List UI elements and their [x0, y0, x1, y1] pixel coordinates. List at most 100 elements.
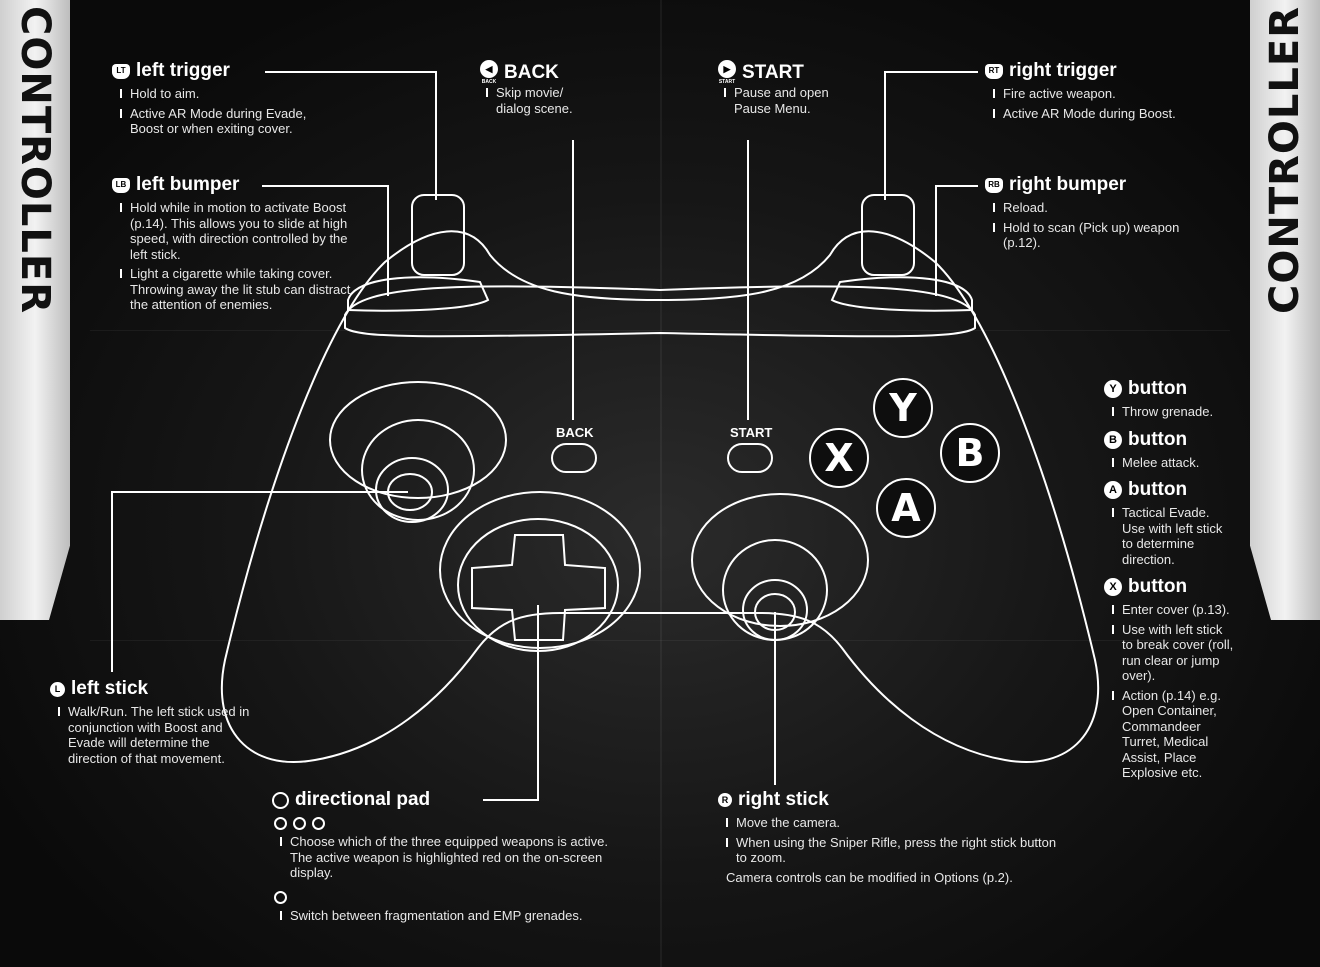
- back-title: BACK: [504, 61, 559, 83]
- left-stick-section: L left stick Walk/Run. The left stick us…: [50, 678, 250, 766]
- shoulder-strip: [344, 285, 976, 338]
- y-button-shape: Y: [873, 378, 933, 438]
- start-icon: ▶START: [718, 60, 736, 85]
- dpad-grenade-item: Switch between fragmentation and EMP gre…: [280, 908, 617, 924]
- left-trigger-item: Active AR Mode during Evade, Boost or wh…: [120, 106, 342, 137]
- left-stick-ring: [361, 419, 475, 521]
- rb-icon: RB: [985, 177, 1003, 193]
- right-trigger-shape: [861, 194, 915, 276]
- right-stick-heading: R right stick: [718, 789, 1068, 811]
- left-stick-top: [375, 457, 449, 523]
- background-line: [90, 640, 1230, 641]
- right-bumper-section: RB right bumper Reload. Hold to scan (Pi…: [985, 174, 1200, 251]
- dpad-grenade-icons: [274, 890, 617, 904]
- right-bumper-heading: RB right bumper: [985, 174, 1200, 196]
- lt-icon: LT: [112, 63, 130, 79]
- x-button-item: Use with left stick to break cover (roll…: [1112, 622, 1234, 684]
- right-trigger-item: Active AR Mode during Boost.: [993, 106, 1195, 122]
- back-item: Skip movie/ dialog scene.: [486, 85, 600, 116]
- left-stick-item: Walk/Run. The left stick used in conjunc…: [58, 704, 250, 766]
- dpad-down-icon: [312, 817, 325, 830]
- left-trigger-callout: [265, 71, 437, 200]
- a-button-section: A button Tactical Evade. Use with left s…: [1104, 479, 1229, 567]
- left-trigger-shape: [411, 194, 465, 276]
- right-trigger-heading: RT right trigger: [985, 60, 1195, 82]
- dpad-weapon-icons: [274, 817, 617, 830]
- left-stick-title: left stick: [71, 678, 149, 699]
- left-bumper-heading: LB left bumper: [112, 174, 352, 196]
- right-stick-note: Camera controls can be modified in Optio…: [726, 869, 1013, 885]
- dpad-icon: [272, 791, 289, 809]
- a-icon: A: [1104, 481, 1122, 499]
- y-button-heading: Y button: [1104, 378, 1229, 400]
- left-stick-heading: L left stick: [50, 678, 250, 700]
- left-bumper-item: Hold while in motion to activate Boost (…: [120, 200, 352, 262]
- start-label: START: [730, 425, 773, 440]
- right-trigger-section: RT right trigger Fire active weapon. Act…: [985, 60, 1195, 121]
- left-spine-bar: [0, 0, 70, 620]
- a-button-title: button: [1128, 479, 1188, 500]
- right-bumper-callout: [935, 185, 978, 296]
- dpad-section: directional pad Choose which of the thre…: [272, 789, 617, 923]
- dpad-grenade-icon: [274, 890, 287, 904]
- dpad-callout: [483, 605, 539, 801]
- x-button-shape: X: [809, 428, 869, 488]
- back-section: ◀BACK BACK Skip movie/ dialog scene.: [480, 60, 600, 116]
- back-icon: ◀BACK: [480, 60, 498, 85]
- a-button-shape: A: [876, 478, 936, 538]
- dpad-ring: [439, 491, 641, 649]
- right-bumper-item: Reload.: [993, 200, 1200, 216]
- left-trigger-item: Hold to aim.: [120, 86, 342, 102]
- right-bumper-shape: [830, 276, 973, 312]
- right-trigger-callout: [884, 71, 978, 200]
- left-bumper-callout: [262, 185, 389, 296]
- left-stick-callout: [111, 491, 408, 672]
- right-spine-bar: [1250, 0, 1320, 620]
- dpad-left-right-icon: [293, 817, 306, 830]
- start-section: ▶START START Pause and open Pause Menu.: [718, 60, 858, 116]
- left-bumper-section: LB left bumper Hold while in motion to a…: [112, 174, 352, 313]
- b-button-item: Melee attack.: [1112, 455, 1229, 471]
- x-button-item: Enter cover (p.13).: [1112, 602, 1234, 618]
- left-trigger-title: left trigger: [136, 60, 230, 81]
- left-bumper-item: Light a cigarette while taking cover. Th…: [120, 266, 352, 313]
- right-trigger-item: Fire active weapon.: [993, 86, 1195, 102]
- b-icon: B: [1104, 431, 1122, 449]
- left-trigger-heading: LT left trigger: [112, 60, 342, 82]
- dpad-heading: directional pad: [272, 789, 617, 811]
- b-button-heading: B button: [1104, 429, 1229, 451]
- x-button-item: Action (p.14) e.g. Open Container, Comma…: [1112, 688, 1234, 781]
- back-heading: ◀BACK BACK: [480, 60, 600, 85]
- dpad-title: directional pad: [295, 789, 431, 810]
- controller-body-outline: [220, 230, 1100, 763]
- x-button-section: X button Enter cover (p.13). Use with le…: [1104, 576, 1234, 781]
- dpad-weapon-item: Choose which of the three equipped weapo…: [280, 834, 617, 881]
- background-line: [90, 330, 1230, 331]
- right-bumper-item: Hold to scan (Pick up) weapon (p.12).: [993, 220, 1200, 251]
- start-item: Pause and open Pause Menu.: [724, 85, 858, 116]
- x-icon: X: [1104, 578, 1122, 596]
- dpad-cross: [471, 534, 606, 641]
- start-heading: ▶START START: [718, 60, 858, 85]
- right-bumper-title: right bumper: [1009, 174, 1127, 195]
- right-stick-item: When using the Sniper Rifle, press the r…: [726, 835, 1068, 866]
- right-stick-base: [691, 493, 869, 627]
- y-button-title: button: [1128, 378, 1188, 399]
- right-trigger-title: right trigger: [1009, 60, 1117, 81]
- right-stick-icon: R: [718, 793, 732, 807]
- start-title: START: [742, 61, 804, 83]
- back-label: BACK: [556, 425, 594, 440]
- dpad-up-icon: [274, 817, 287, 830]
- y-button-section: Y button Throw grenade.: [1104, 378, 1229, 420]
- right-stick-title: right stick: [738, 789, 829, 810]
- back-button-shape: [551, 443, 597, 473]
- left-stick-icon: L: [50, 681, 65, 697]
- right-stick-item: Move the camera.: [726, 815, 1068, 831]
- lb-icon: LB: [112, 177, 130, 193]
- a-button-heading: A button: [1104, 479, 1229, 501]
- x-button-title: button: [1128, 576, 1188, 597]
- y-button-item: Throw grenade.: [1112, 404, 1229, 420]
- left-bumper-shape: [347, 276, 490, 312]
- b-button-title: button: [1128, 429, 1188, 450]
